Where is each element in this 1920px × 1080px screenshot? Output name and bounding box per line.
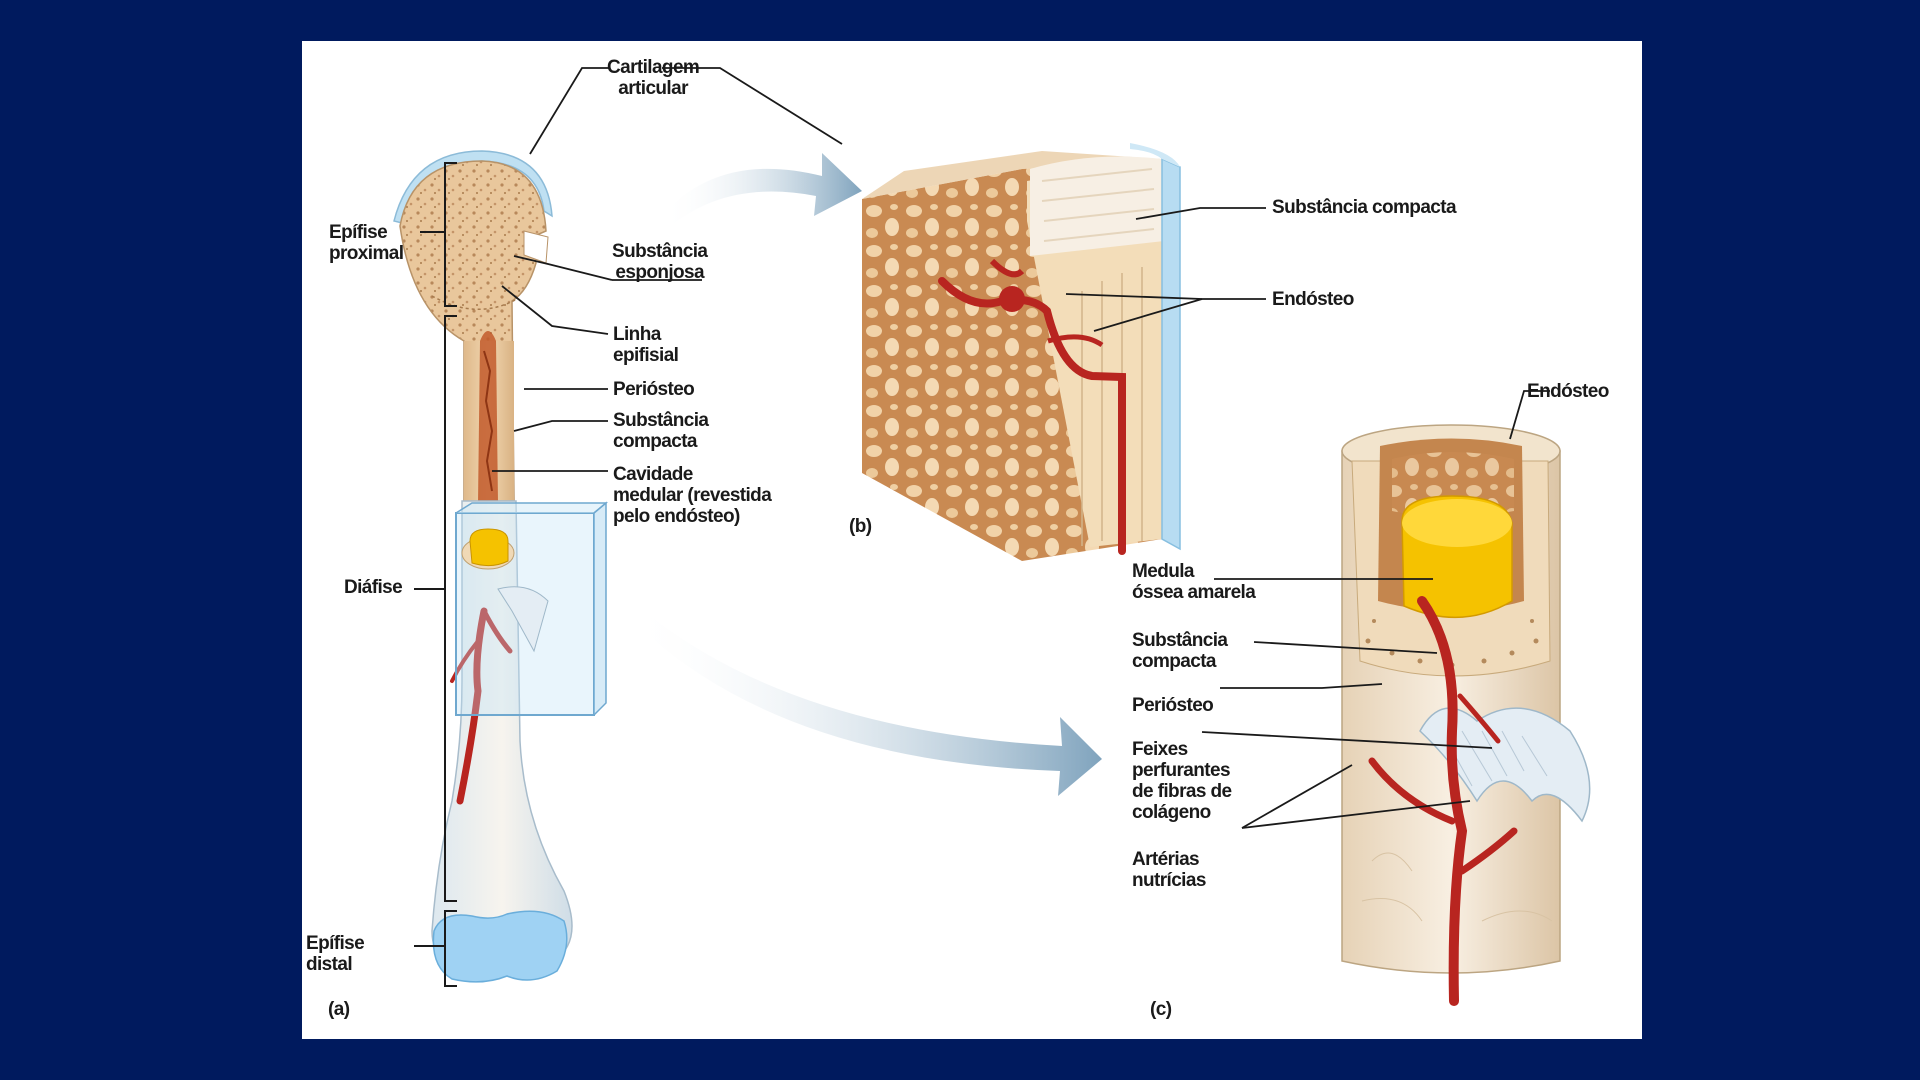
label-endosteo-b: Endósteo xyxy=(1272,289,1354,310)
label-substancia-compacta-a: Substância compacta xyxy=(613,410,709,452)
brackets xyxy=(414,162,457,987)
label-cavidade-medular: Cavidade medular (revestida pelo endóste… xyxy=(613,464,772,527)
label-panel-a: (a) xyxy=(328,999,350,1020)
label-panel-c: (c) xyxy=(1150,999,1172,1020)
label-feixes-perfurantes: Feixes perfurantes de fibras de colágeno xyxy=(1132,739,1232,823)
label-periosteo-a: Periósteo xyxy=(613,379,695,400)
spongy-block-b xyxy=(862,143,1181,561)
label-substancia-esponjosa: Substância esponjosa xyxy=(612,241,708,283)
zoom-arrows xyxy=(628,153,1102,796)
label-endosteo-c: Endósteo xyxy=(1527,381,1609,402)
label-medula-ossea-amarela: Medula óssea amarela xyxy=(1132,561,1256,603)
label-substancia-compacta-b: Substância compacta xyxy=(1272,197,1457,218)
label-diafise: Diáfise xyxy=(344,577,403,598)
label-linha-epifisial: Linha epifisial xyxy=(613,324,679,366)
label-periosteo-c: Periósteo xyxy=(1132,695,1214,716)
diaphysis-c xyxy=(1341,424,1591,1006)
label-panel-b: (b) xyxy=(849,516,872,537)
bone-illustration xyxy=(393,67,1591,1006)
label-epifise-distal: Epífise distal xyxy=(306,933,365,975)
label-cartilagem-articular: Cartilagem articular xyxy=(607,57,700,99)
label-arterias-nutricias: Artérias nutrícias xyxy=(1132,849,1206,891)
long-bone-a xyxy=(393,150,609,983)
diagram-panel: Cartilagem articular Epífise proximal Su… xyxy=(302,41,1642,1039)
leader-lines xyxy=(492,67,1550,829)
label-substancia-compacta-c: Substância compacta xyxy=(1132,630,1228,672)
label-epifise-proximal: Epífise proximal xyxy=(329,222,404,264)
